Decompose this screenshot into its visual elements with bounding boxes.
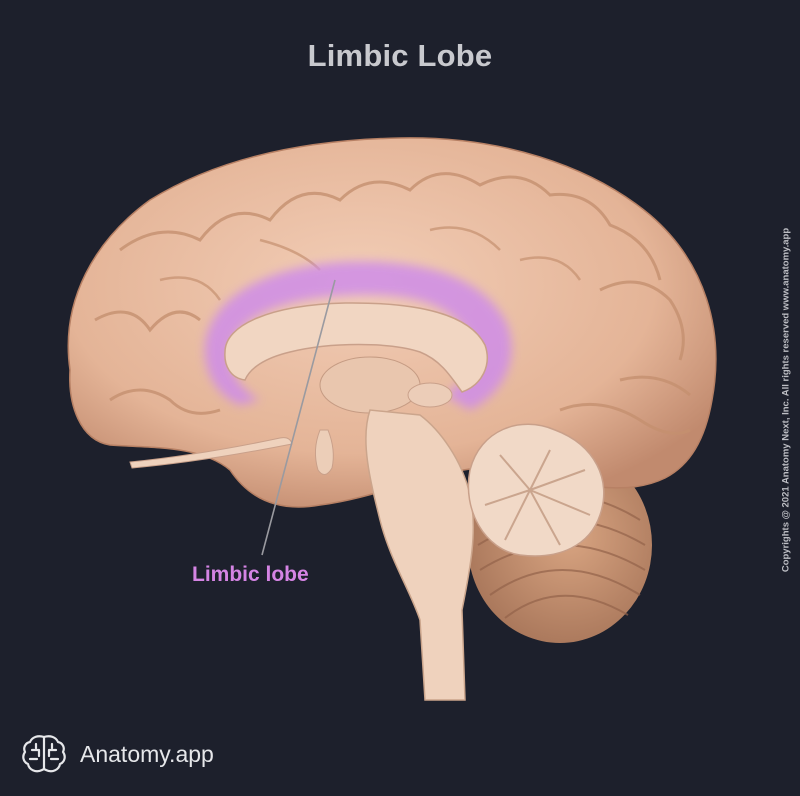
copyright-text: Copyrights @ 2021 Anatomy Next, Inc. All…	[780, 227, 792, 573]
limbic-lobe-highlight	[204, 261, 512, 410]
brand[interactable]: Anatomy.app	[20, 732, 214, 776]
brainstem	[129, 356, 475, 701]
page-title: Limbic Lobe	[307, 38, 493, 73]
arbor-vitae	[467, 423, 605, 557]
corpus-callosum	[224, 302, 488, 393]
limbic-lobe-leader-line	[261, 279, 336, 556]
brand-name: Anatomy.app	[80, 740, 214, 767]
brain-logo-icon	[22, 735, 66, 773]
limbic-lobe-label: Limbic lobe	[192, 563, 309, 586]
